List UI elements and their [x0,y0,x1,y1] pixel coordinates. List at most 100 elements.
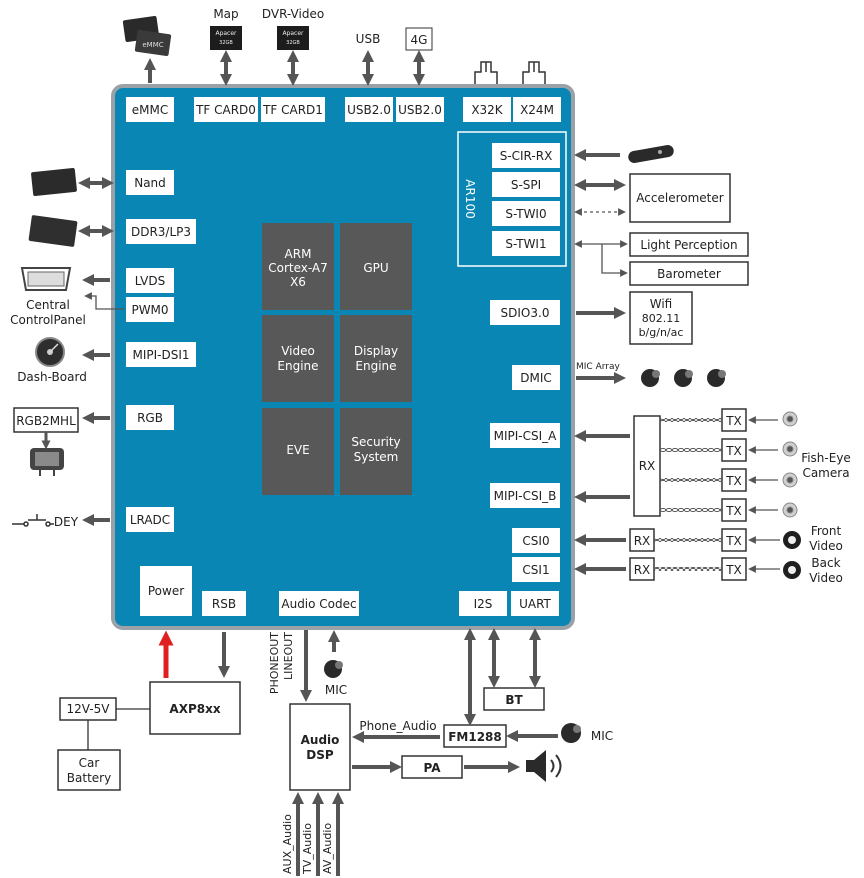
ar100-frame [457,131,567,267]
mic-fm-label: MIC [591,729,613,743]
axp8xx-box: AXP8xx [149,681,241,735]
core-gpu: GPU [340,223,412,310]
dey-label: DEY [54,515,79,529]
block-emmc: eMMC [126,97,174,122]
block-nand-label: Nand [134,176,166,190]
block-x24m: X24M [513,97,561,122]
block-nand: Nand [126,170,174,195]
block-rgb-label: RGB [137,411,163,425]
block-lvds: LVDS [126,268,174,293]
block-lradc: LRADC [126,507,174,532]
block-i2s: I2S [459,591,507,616]
block-tf-card0: TF CARD0 [194,97,258,122]
back-video-line2: Video [809,571,843,585]
core-eve-label: EVE [286,443,309,457]
bt-label: BT [505,693,523,707]
tx-box-1-label: TX [725,414,742,428]
block-usb2-b: USB2.0 [396,97,444,122]
block-s-twi1-label: S-TWI1 [505,237,546,251]
block-rgb: RGB [126,405,174,430]
power-links [87,708,150,750]
mic-codec-icon [324,660,343,678]
central-panel-icon [20,267,72,291]
lineout-label: LINEOUT [282,632,295,680]
core-arm-line2: Cortex-A7 [268,261,328,275]
fish-eye-camera-icon-3 [782,472,798,488]
tx-box-4-label: TX [725,504,742,518]
block-s-spi-label: S-SPI [511,178,541,192]
rgb2mhl-label: RGB2MHL [16,414,76,428]
camera-input-arrows [748,416,780,573]
fm1288-box: FM1288 [443,724,507,748]
core-eve: EVE [262,408,334,495]
block-x32k: X32K [463,97,511,122]
v12-5-box: 12V-5V [59,697,117,721]
back-camera-icon [783,561,801,579]
rgb2mhl-box: RGB2MHL [13,407,79,433]
block-lvds-label: LVDS [135,274,165,288]
audio-dsp-line2: DSP [306,748,334,762]
tx-box-3-label: TX [725,474,742,488]
block-mipi-csi-b-label: MIPI-CSI_B [494,489,557,503]
tv-audio-label: TV_Audio [301,823,314,875]
sd-card-map-icon: Apacer 32GB [210,26,242,50]
car-battery-line2: Battery [67,771,111,785]
block-ddr3-label: DDR3/LP3 [131,225,191,239]
tx-box-1: TX [721,408,747,432]
block-s-twi0: S-TWI0 [492,201,560,226]
block-pwm0-label: PWM0 [131,303,168,317]
right-arrows [574,149,630,575]
fish-eye-camera-icon-4 [782,502,798,518]
block-power-label: Power [148,584,184,598]
block-tf-card1: TF CARD1 [261,97,325,122]
core-arm: ARM Cortex-A7 X6 [262,223,334,310]
tx-box-6-label: TX [725,563,742,577]
tx-box-4: TX [721,498,747,522]
core-gpu-label: GPU [363,261,388,275]
tx-box-5-label: TX [725,534,742,548]
tx-box-2-label: TX [725,444,742,458]
car-battery-box: Car Battery [57,749,121,791]
emmc-chip-label: eMMC [142,41,163,49]
map-label: Map [213,7,238,21]
block-tf-card1-label: TF CARD1 [262,103,323,117]
block-sdio3: SDIO3.0 [490,300,560,325]
rx-big-box: RX [633,415,661,517]
fish-eye-line2: Camera [802,466,849,480]
wifi-line1: Wifi [650,297,673,311]
block-mipi-dsi1: MIPI-DSI1 [126,342,196,367]
block-usb2-a: USB2.0 [345,97,393,122]
usb-label: USB [356,32,381,46]
dvr-video-label: DVR-Video [262,7,324,21]
left-arrows [78,177,114,526]
core-video-engine: Video Engine [262,315,334,402]
block-csi1-label: CSI1 [522,563,549,577]
block-tf-card0-label: TF CARD0 [195,103,256,117]
sd-card-dvr-icon: Apacer 32GB [277,26,309,50]
block-csi0-label: CSI0 [522,534,549,548]
core-security-line1: Security [351,435,400,449]
fm1288-label: FM1288 [448,730,502,744]
top-arrows [144,50,425,86]
rx-small-box-2-label: RX [634,563,651,577]
mic-array-icons [641,369,726,387]
block-audio-codec-label: Audio Codec [281,597,356,611]
block-sdio3-label: SDIO3.0 [501,306,550,320]
pa-label: PA [424,761,442,775]
block-csi1: CSI1 [512,557,560,582]
barometer-box: Barometer [629,261,749,286]
aux-audio-label: AUX_Audio [281,814,294,874]
block-rsb-label: RSB [212,597,236,611]
v12-5-label: 12V-5V [67,702,111,716]
headrest-monitor-icon [30,448,64,476]
dash-board-icon [35,337,65,367]
mic-array-icon-3 [707,369,726,387]
sd-card-map-size: 32GB [219,40,233,46]
mic-array-label: MIC Array [576,362,620,372]
block-audio-codec: Audio Codec [279,591,359,616]
tx-box-2: TX [721,438,747,462]
rx-small-box-2: RX [629,557,655,581]
central-panel-line2: ControlPanel [10,313,86,327]
block-rsb: RSB [202,591,246,616]
